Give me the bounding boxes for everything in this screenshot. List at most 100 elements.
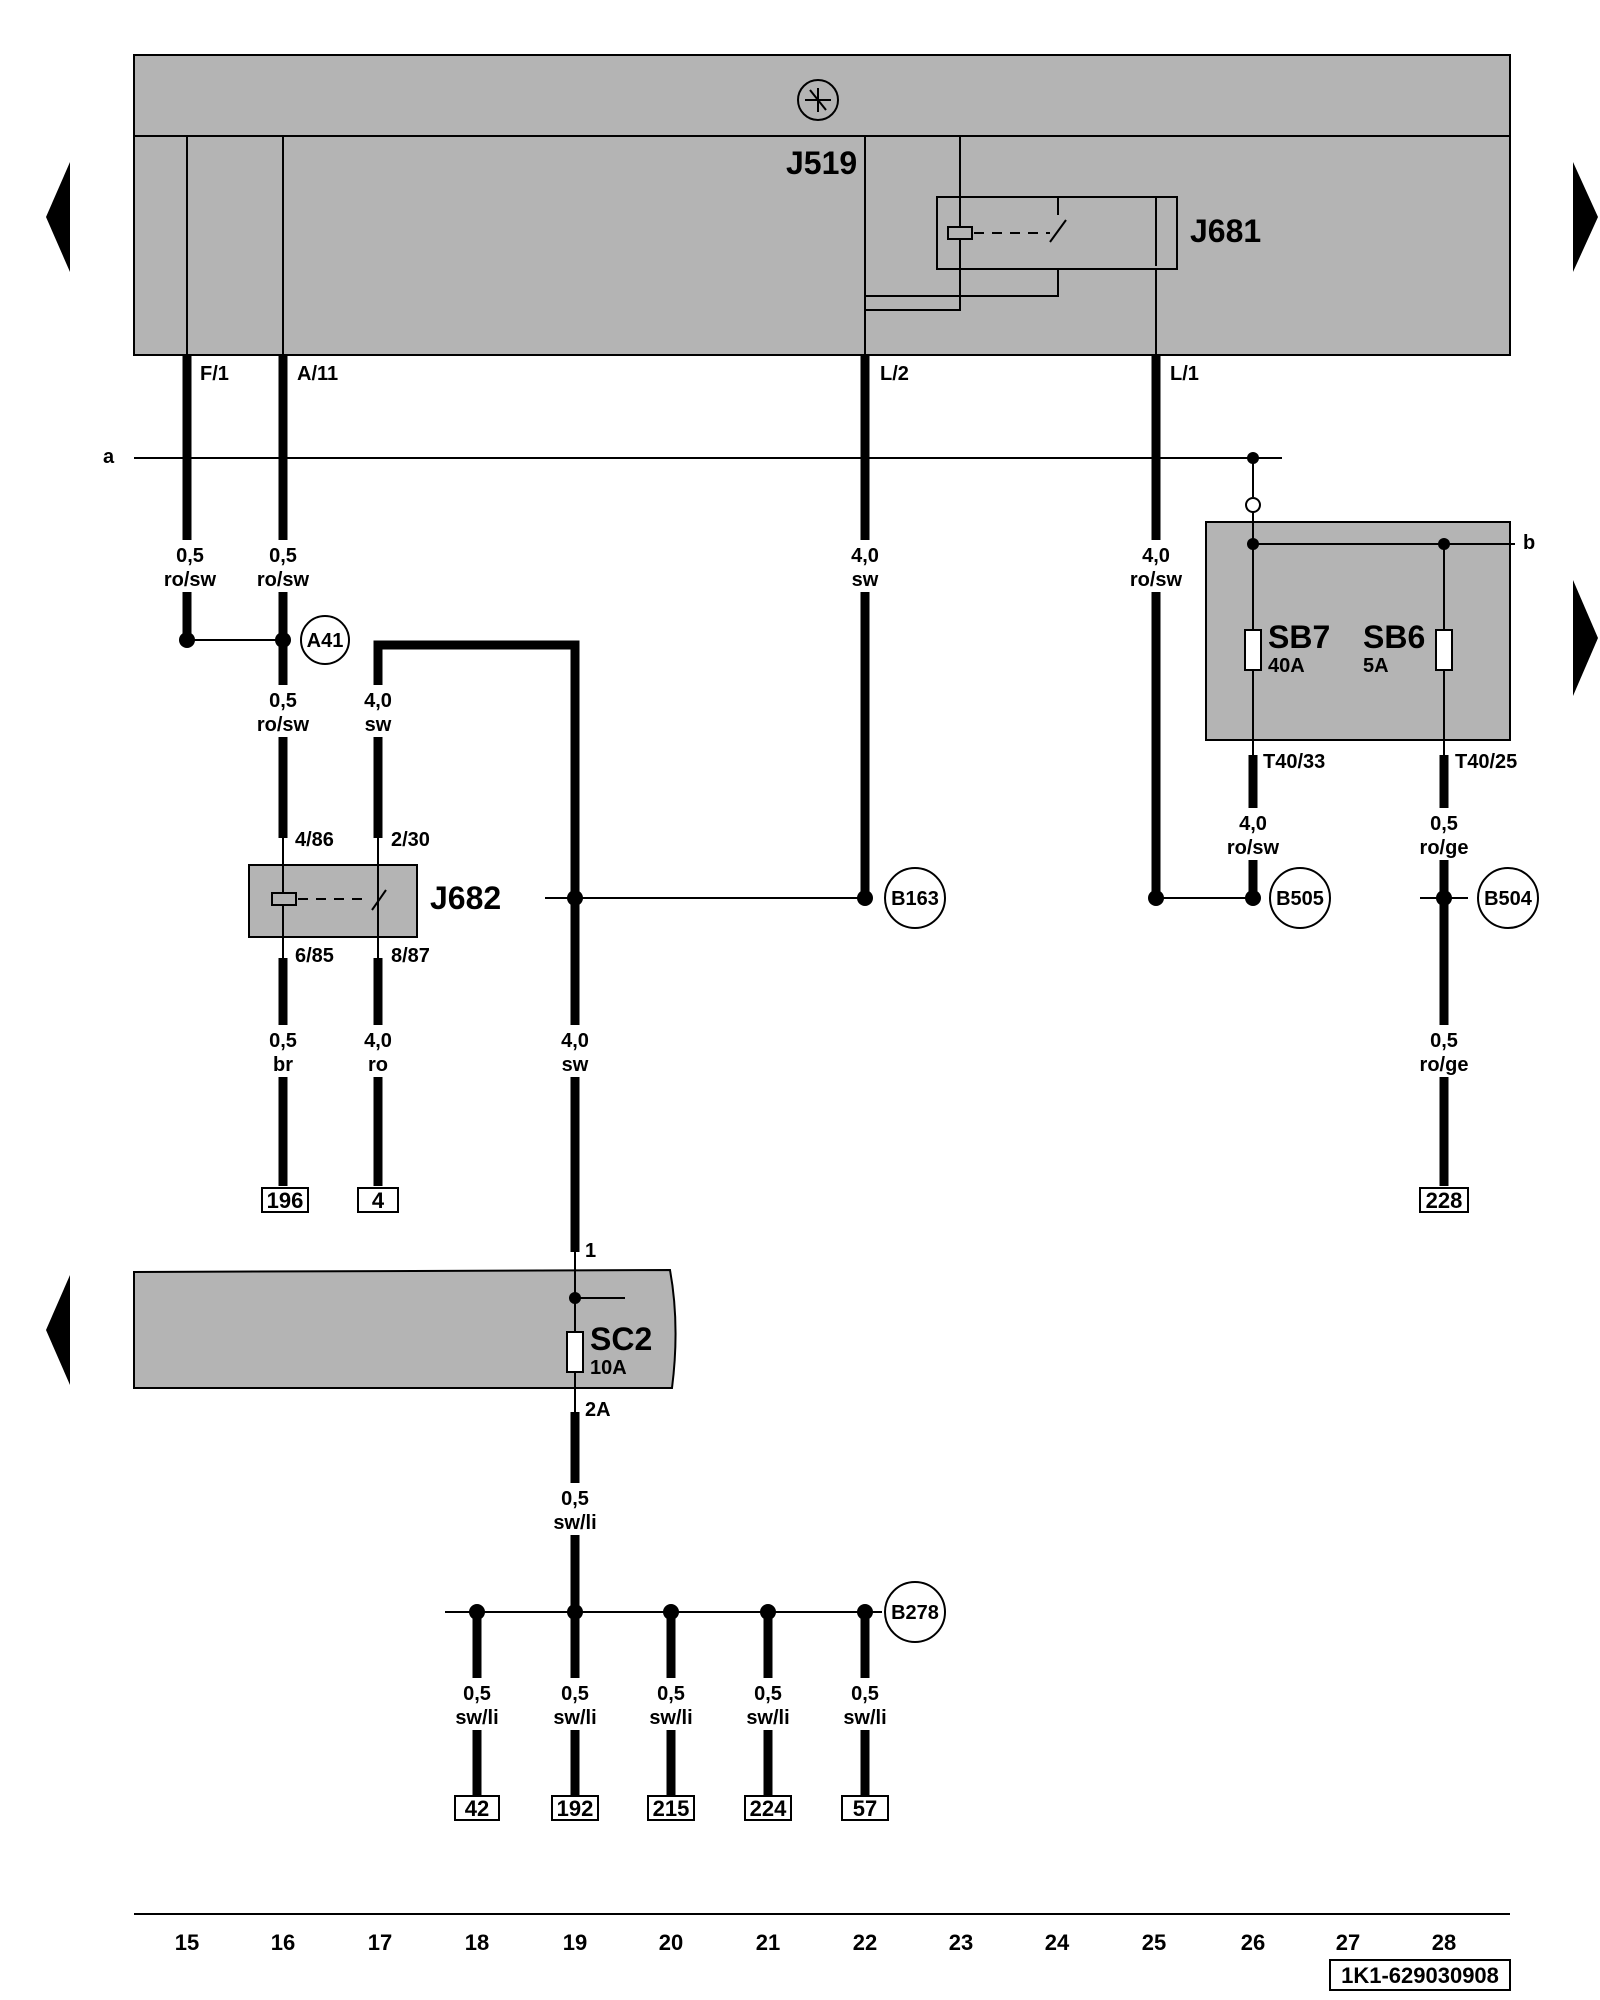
- wire-label-color: sw: [562, 1054, 589, 1076]
- reference-192[interactable]: 192: [557, 1796, 594, 1821]
- wire-label-size: 0,5: [1430, 813, 1458, 835]
- wire-label-size: 4,0: [364, 690, 392, 712]
- connector-b505[interactable]: [1269, 867, 1331, 929]
- wire-label-size: 4,0: [364, 1030, 392, 1052]
- wire-label-color: ro/ge: [1420, 1054, 1469, 1076]
- j682-relay: [248, 864, 418, 938]
- pin-sc-1: 1: [585, 1240, 596, 1262]
- connector-a41[interactable]: [300, 615, 350, 665]
- reference-228-box[interactable]: [1419, 1187, 1469, 1213]
- grid-number: 26: [1241, 1930, 1265, 1955]
- grid-number: 27: [1336, 1930, 1360, 1955]
- relay-switch-icon: [1049, 219, 1067, 243]
- pin-t40-25: T40/25: [1455, 751, 1517, 773]
- wire-label-size: 0,5: [754, 1683, 782, 1705]
- wire-label-color: sw/li: [649, 1707, 692, 1729]
- j519-label: J519: [786, 145, 857, 181]
- wire-label-color: ro: [368, 1054, 388, 1076]
- wire-label-color: sw/li: [553, 1707, 596, 1729]
- j681-label: J681: [1190, 213, 1261, 249]
- wire-label-color: br: [273, 1054, 293, 1076]
- grid-number: 15: [175, 1930, 199, 1955]
- grid-number: 18: [465, 1930, 489, 1955]
- grid-number: 22: [853, 1930, 877, 1955]
- ground-symbol-icon: [797, 79, 839, 121]
- wire-label-size: 4,0: [1239, 813, 1267, 835]
- grid-number: 23: [949, 1930, 973, 1955]
- wire-label-color: sw/li: [553, 1512, 596, 1534]
- pin-l1: L/1: [1170, 363, 1199, 385]
- reference-228: 228: [1426, 1188, 1463, 1213]
- page-right-arrow-middle[interactable]: [1573, 580, 1598, 696]
- connector-b505-label: B505: [1276, 888, 1324, 910]
- connector-a41-label: A41: [307, 630, 344, 652]
- fuse-sc2-name: SC2: [590, 1321, 652, 1357]
- reference-57[interactable]: 57: [853, 1796, 877, 1821]
- fuse-sb6-name: SB6: [1363, 619, 1425, 655]
- reference-196: 196: [267, 1188, 304, 1213]
- reference-4: 4: [372, 1188, 385, 1213]
- fuse-sb6-icon: [1435, 629, 1453, 671]
- wire-label-color: sw/li: [843, 1707, 886, 1729]
- fuse-sc2-icon: [566, 1331, 584, 1373]
- connector-b278[interactable]: [884, 1581, 946, 1643]
- fuse-sb7-rating: 40A: [1268, 655, 1305, 677]
- page-left-arrow-bottom[interactable]: [46, 1275, 70, 1385]
- bus-label-a: a: [103, 446, 115, 468]
- reference-196-box[interactable]: [261, 1187, 309, 1213]
- fuse-sb7-name: SB7: [1268, 619, 1330, 655]
- wire-label-size: 0,5: [851, 1683, 879, 1705]
- pin-6-85: 6/85: [295, 945, 334, 967]
- connector-b504-label: B504: [1484, 888, 1533, 910]
- connector-b163-label: B163: [891, 888, 939, 910]
- grid-number: 25: [1142, 1930, 1166, 1955]
- pin-t40-33: T40/33: [1263, 751, 1325, 773]
- grid-number: 19: [563, 1930, 587, 1955]
- grid-number: 28: [1432, 1930, 1456, 1955]
- wire-label-size: 0,5: [561, 1683, 589, 1705]
- wire-label-color: ro/sw: [257, 714, 310, 736]
- page-left-arrow-top[interactable]: [46, 162, 70, 272]
- wire-label-size: 0,5: [269, 690, 297, 712]
- grid-number: 17: [368, 1930, 392, 1955]
- wire-label-size: 4,0: [851, 545, 879, 567]
- j681-relay: [936, 196, 1178, 270]
- pin-l2: L/2: [880, 363, 909, 385]
- wire-label-size: 0,5: [657, 1683, 685, 1705]
- pin-8-87: 8/87: [391, 945, 430, 967]
- sc-fuse-panel: [133, 1268, 677, 1389]
- connector-b504[interactable]: [1477, 867, 1539, 929]
- grid-number: 16: [271, 1930, 295, 1955]
- diagram-code: 1K1-629030908: [1341, 1963, 1499, 1988]
- wire-label-size: 4,0: [561, 1030, 589, 1052]
- wire-label-size: 0,5: [269, 545, 297, 567]
- page-right-arrow-top[interactable]: [1573, 162, 1598, 272]
- pin-f1: F/1: [200, 363, 229, 385]
- pin-4-86: 4/86: [295, 829, 334, 851]
- pin-a11: A/11: [297, 363, 338, 385]
- reference-224[interactable]: 224: [750, 1796, 787, 1821]
- wire-label-size: 0,5: [463, 1683, 491, 1705]
- wire-label-color: sw: [365, 714, 392, 736]
- grid-number: 21: [756, 1930, 780, 1955]
- j682-label: J682: [430, 880, 501, 916]
- fuse-sc2-rating: 10A: [590, 1357, 627, 1379]
- reference-42[interactable]: 42: [465, 1796, 489, 1821]
- wire-label-size: 0,5: [1430, 1030, 1458, 1052]
- reference-4-box[interactable]: [357, 1187, 399, 1213]
- fuse-sb6-rating: 5A: [1363, 655, 1389, 677]
- wire-label-size: 0,5: [269, 1030, 297, 1052]
- pin-sc-2a: 2A: [585, 1399, 611, 1421]
- wire-label-color: ro/sw: [1130, 569, 1183, 591]
- connector-b163[interactable]: [884, 867, 946, 929]
- wire-label-color: ro/sw: [1227, 837, 1280, 859]
- reference-215[interactable]: 215: [653, 1796, 690, 1821]
- pin-2-30: 2/30: [391, 829, 430, 851]
- wire-label-color: sw/li: [746, 1707, 789, 1729]
- connector-b278-label: B278: [891, 1602, 939, 1624]
- bus-label-b: b: [1523, 532, 1535, 554]
- fuse-sb7-icon: [1244, 629, 1262, 671]
- wire-label-color: ro/sw: [164, 569, 217, 591]
- wire-label-color: ro/sw: [257, 569, 310, 591]
